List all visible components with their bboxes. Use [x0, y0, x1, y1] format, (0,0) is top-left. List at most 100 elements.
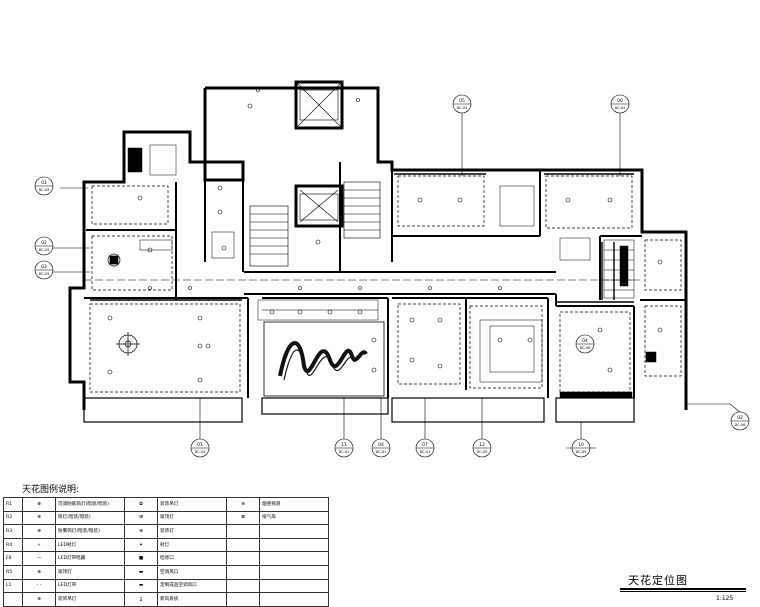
callout-11-bottom: 11 DC-01 [334, 398, 354, 458]
title-underline-thin [620, 591, 746, 592]
callout-07-bottom: 07 DC-01 [415, 398, 435, 458]
legend-symbol: ⊛ [226, 497, 260, 512]
svg-text:03: 03 [41, 264, 47, 270]
callout-01-left: 01 DC-05 [34, 176, 88, 196]
legend-symbol: ✿ [124, 497, 158, 512]
title-underline [620, 588, 746, 590]
legend-row: R5⊕吸顶灯▬空调风口 [3, 564, 329, 580]
legend-description: LED射灯 [55, 537, 125, 553]
feature-ceiling [263, 321, 385, 397]
legend-description [259, 592, 329, 607]
legend-description: 吸顶灯 [157, 510, 227, 526]
svg-text:DC-01: DC-01 [420, 450, 431, 454]
legend-description: 射灯 [157, 537, 227, 553]
svg-text:DC-02: DC-02 [615, 106, 626, 110]
legend-description: 烟感探测 [259, 497, 329, 512]
section-callouts: 01 DC-05 02 DC-05 03 DC-05 05 DC-02 06 D… [34, 94, 750, 458]
callout-06-top: 06 DC-02 [610, 94, 630, 176]
legend-symbol: — [22, 551, 56, 566]
svg-text:04: 04 [582, 338, 588, 344]
svg-text:12: 12 [479, 442, 485, 448]
svg-text:DC-01: DC-01 [376, 450, 387, 454]
legend-symbol: ▬ [124, 578, 158, 594]
legend-symbol: ✦ [124, 537, 158, 553]
legend-description: 检修口 [157, 551, 227, 566]
legend-code [3, 592, 23, 607]
interior-walls [84, 162, 686, 398]
legend-description: 空调风口 [157, 564, 227, 580]
legend-symbol: ⊞ [124, 510, 158, 526]
ceiling-outlines [89, 175, 682, 393]
legend-symbol [226, 564, 260, 580]
legend-row: F6—LED灯带暗藏■检修口 [3, 551, 329, 566]
legend-description: LED灯带暗藏 [55, 551, 125, 566]
legend-symbol: ⊕ [22, 510, 56, 526]
legend-code: R1 [3, 497, 23, 512]
svg-text:DC-01: DC-01 [339, 450, 350, 454]
callout-04-bottom: 04 DC-01 [371, 398, 391, 458]
legend-symbol: ▬ [124, 564, 158, 580]
legend-symbol: ■ [124, 551, 158, 566]
legend-code: F6 [3, 551, 23, 566]
legend-description [259, 551, 329, 566]
legend-description: 装饰吊灯 [55, 592, 125, 607]
legend-row: R4+LED射灯✦射灯 [3, 537, 329, 553]
svg-text:DC-06: DC-06 [735, 423, 746, 427]
svg-text:05: 05 [459, 98, 465, 104]
svg-text:DC-06: DC-06 [580, 346, 591, 350]
svg-text:02: 02 [737, 415, 743, 421]
svg-text:10: 10 [578, 442, 584, 448]
svg-text:DC-02: DC-02 [457, 106, 468, 110]
legend-description: 定制成品空调风口 [157, 578, 227, 594]
svg-text:11: 11 [341, 442, 347, 448]
svg-text:DC-05: DC-05 [576, 450, 587, 454]
legend-symbol: ʓ [124, 592, 158, 607]
legend-description: 筒灯(暗装/暗装) [55, 510, 125, 526]
legend-symbol: ⊕ [22, 497, 56, 512]
svg-text:06: 06 [617, 98, 623, 104]
legend-symbol: ⊕ [124, 524, 158, 539]
callout-03-left: 03 DC-05 [34, 260, 90, 280]
svg-text:DC-05: DC-05 [39, 248, 50, 252]
legend-row: R3⊕防雾筒灯(暗装/暗装)⊕装饰灯 [3, 524, 329, 539]
legend-code: R4 [3, 537, 23, 553]
legend-symbol [226, 578, 260, 594]
legend-description [259, 578, 329, 594]
callout-10-bottom: 10 DC-05 [566, 422, 596, 458]
sheet-scale: 1:125 [716, 595, 734, 602]
svg-text:04: 04 [378, 442, 384, 448]
legend-description: 吸顶灯 [55, 564, 125, 580]
legend-symbol [226, 592, 260, 607]
sheet-title: 天花定位图 [628, 574, 688, 587]
stair-core [249, 81, 381, 267]
room-tag-04: 04 DC-06 [575, 334, 595, 354]
legend-code: R2 [3, 510, 23, 526]
svg-text:DC-05: DC-05 [39, 272, 50, 276]
callout-02-right: 02 DC-06 [686, 403, 750, 431]
legend-description: 装饰吊灯 [157, 497, 227, 512]
callout-02-left: 02 DC-05 [34, 236, 90, 256]
legend-row: R1⊕可调防眩筒灯(暗装/暗装)✿装饰吊灯⊛烟感探测 [3, 497, 329, 512]
legend-description: LED灯带 [55, 578, 125, 594]
legend-description [259, 564, 329, 580]
legend-description: 可调防眩筒灯(暗装/暗装) [55, 497, 125, 512]
legend-symbol [226, 551, 260, 566]
svg-text:07: 07 [422, 442, 428, 448]
legend-symbol [226, 524, 260, 539]
callout-01-bottom: 01 DC-05 [190, 398, 210, 458]
legend-symbol: ⊕ [22, 592, 56, 607]
svg-text:02: 02 [41, 240, 47, 246]
legend-symbol: ⊕ [22, 524, 56, 539]
legend-description: 新风系统 [157, 592, 227, 607]
legend-code: L1 [3, 578, 23, 594]
svg-text:01: 01 [197, 442, 203, 448]
legend-code: R5 [3, 564, 23, 580]
legend-symbol: + [22, 537, 56, 553]
legend-code: R3 [3, 524, 23, 539]
svg-text:DC-05: DC-05 [39, 188, 50, 192]
exterior-walls [68, 80, 688, 410]
balconies [83, 397, 635, 423]
svg-text:DC-05: DC-05 [195, 450, 206, 454]
